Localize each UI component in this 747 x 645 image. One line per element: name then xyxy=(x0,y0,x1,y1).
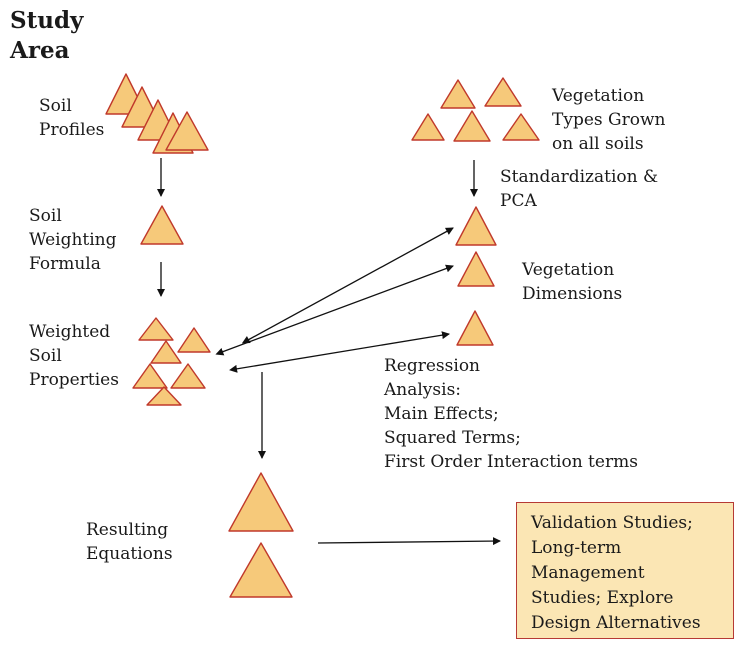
label-line: Analysis: xyxy=(384,380,462,400)
vegetation-types-triangle xyxy=(484,77,522,107)
arrow-soil-pca1 xyxy=(241,227,454,344)
label-line: Vegetation xyxy=(522,260,615,280)
label-line: Main Effects; xyxy=(384,404,499,424)
label-line: Soil xyxy=(29,346,62,366)
vegetation-types-triangle xyxy=(453,110,491,142)
label-line: Soil xyxy=(29,206,62,226)
resulting-equations-label: Resulting Equations xyxy=(86,518,173,566)
arrow-soil-pca3 xyxy=(229,331,450,373)
soil-profiles-label: Soil Profiles xyxy=(39,94,104,142)
label-line: Studies; Explore xyxy=(531,588,674,608)
label-line: Equations xyxy=(86,544,173,564)
equations-triangle xyxy=(228,472,294,532)
vegetation-types-triangle xyxy=(411,113,445,141)
label-line: Properties xyxy=(29,370,119,390)
label-line: PCA xyxy=(500,191,537,211)
vegetation-dimensions-label: Vegetation Dimensions xyxy=(522,258,622,306)
vegetation-types-triangle xyxy=(440,79,476,109)
label-line: Design Alternatives xyxy=(531,613,701,633)
regression-label: Regression Analysis: Main Effects; Squar… xyxy=(384,354,638,474)
label-line: Long-term xyxy=(531,538,622,558)
title-line: Study xyxy=(10,7,84,34)
soil-weighting-triangle xyxy=(140,205,184,245)
label-line: Squared Terms; xyxy=(384,428,521,448)
label-line: Resulting xyxy=(86,520,169,540)
weighted-soil-triangle xyxy=(132,363,168,389)
study-area-title: Study Area xyxy=(10,6,83,66)
label-line: on all soils xyxy=(552,134,644,154)
label-line: Standardization & xyxy=(500,167,659,187)
output-box: Validation Studies; Long-term Management… xyxy=(516,502,734,639)
weighted-soil-triangle xyxy=(150,340,182,364)
label-line: Management xyxy=(531,563,645,583)
vegetation-types-triangle xyxy=(502,113,540,141)
label-line: Soil xyxy=(39,96,72,116)
label-line: First Order Interaction terms xyxy=(384,452,638,472)
weighted-soil-triangle xyxy=(138,317,174,341)
label-line: Weighted xyxy=(29,322,111,342)
standardization-label: Standardization & PCA xyxy=(500,165,658,213)
title-line: Area xyxy=(10,37,70,64)
label-line: Regression xyxy=(384,356,480,376)
label-line: Validation Studies; xyxy=(531,513,693,533)
label-line: Types Grown xyxy=(552,110,666,130)
soil-profiles-triangle xyxy=(165,111,209,151)
label-line: Vegetation xyxy=(552,86,645,106)
pca-triangle xyxy=(455,206,497,246)
label-line: Weighting xyxy=(29,230,117,250)
weighted-soil-triangle xyxy=(170,363,206,389)
label-line: Dimensions xyxy=(522,284,623,304)
label-line: Formula xyxy=(29,254,101,274)
weighted-soil-triangle xyxy=(177,327,211,353)
soil-weighting-label: Soil Weighting Formula xyxy=(29,204,117,276)
arrow-equations-to-output xyxy=(317,537,501,546)
weighted-soil-label: Weighted Soil Properties xyxy=(29,320,119,392)
equations-triangle xyxy=(229,542,293,598)
vegetation-types-label: Vegetation Types Grown on all soils xyxy=(552,84,665,156)
weighted-soil-triangle xyxy=(146,386,182,406)
vegetation-dimensions-triangle xyxy=(457,251,495,287)
label-line: Profiles xyxy=(39,120,105,140)
vegetation-dimensions-triangle xyxy=(456,310,494,346)
